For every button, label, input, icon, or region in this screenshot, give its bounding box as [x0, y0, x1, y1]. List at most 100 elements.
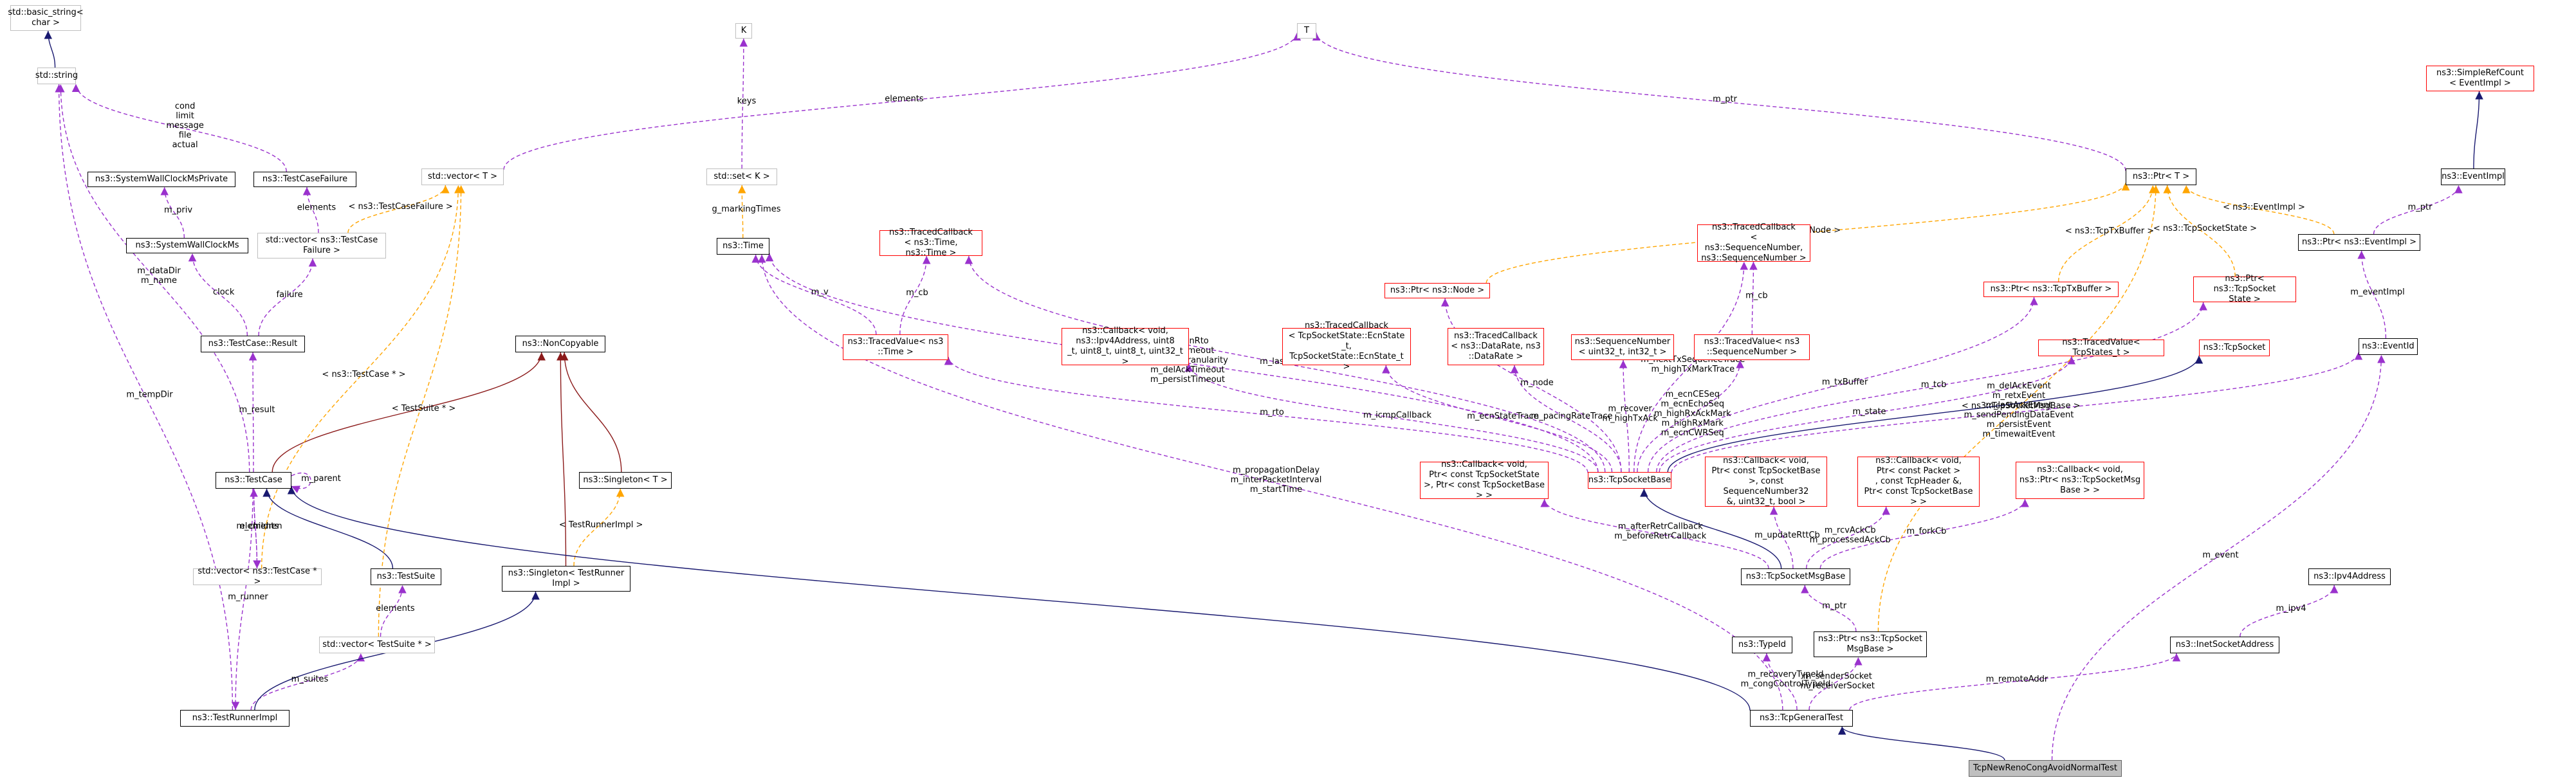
class-node-vecsuite[interactable]: std::vector< TestSuite * > [319, 637, 435, 653]
class-node-setK[interactable]: std::set< K > [706, 168, 777, 185]
edge-usage [1619, 359, 1630, 473]
edge-usage [944, 356, 1588, 473]
edge-template [2058, 185, 2157, 282]
class-node-ptr-eventimpl[interactable]: ns3::Ptr< ns3::EventImpl > [2298, 234, 2420, 251]
edge-usage [1762, 653, 1798, 711]
class-node-tcresult[interactable]: ns3::TestCase::Result [201, 336, 305, 352]
class-node-seqnum[interactable]: ns3::SequenceNumber < uint32_t, int32_t … [1571, 334, 1674, 360]
class-node-vectcf[interactable]: std::vector< ns3::TestCase Failure > [257, 233, 386, 258]
edge-usage [1801, 585, 1857, 632]
edge-label: failure [277, 290, 303, 300]
edge-usage [1659, 356, 2075, 473]
class-node-tcpsocket[interactable]: ns3::TcpSocket [2199, 340, 2270, 356]
edge-usage [380, 585, 407, 637]
class-node-vectestcase[interactable]: std::vector< ns3::TestCase * > [193, 567, 322, 586]
edge-usage [1808, 657, 1863, 711]
edge-usage [1637, 359, 1744, 473]
edge-label: m_node [1520, 378, 1554, 388]
edge-label: m_children [236, 522, 282, 531]
class-node-cb-state[interactable]: ns3::Callback< void, Ptr< const TcpSocke… [1420, 460, 1549, 500]
edge-template [2163, 185, 2236, 277]
class-node-singletonT[interactable]: ns3::Singleton< T > [579, 472, 672, 489]
class-node-ptr-sockstate[interactable]: ns3::Ptr< ns3::TcpSocket State > [2193, 274, 2296, 304]
edge-label: m_forkCb [1906, 527, 1946, 536]
edge-usage [1647, 296, 2038, 473]
class-node-time[interactable]: ns3::Time [717, 238, 769, 255]
class-node-swcm[interactable]: ns3::SystemWallClockMs [126, 238, 248, 253]
class-node-runnerimpl[interactable]: ns3::TestRunnerImpl [180, 710, 290, 727]
edge-label: m_cb [906, 288, 928, 298]
class-node-typeid[interactable]: ns3::TypeId [1732, 637, 1792, 653]
class-node-K[interactable]: K [735, 23, 752, 39]
edge-inherit [1667, 356, 2203, 473]
class-node-ipv4addr[interactable]: ns3::Ipv4Address [2308, 568, 2391, 585]
edge-label: keys [737, 96, 757, 106]
edge-label: < ns3::TcpTxBuffer > [2065, 226, 2154, 236]
class-node-ptrT[interactable]: ns3::Ptr< T > [2126, 168, 2196, 185]
edge-usage [55, 84, 234, 711]
edge-label: clock [213, 287, 235, 297]
edge-usage [160, 186, 185, 239]
edge-label: elements [240, 522, 279, 531]
class-node-tcb-time[interactable]: ns3::TracedCallback < ns3::Time, ns3::Ti… [879, 228, 982, 258]
edge-label: m_priv [164, 206, 192, 215]
class-node-cb-msgbase[interactable]: ns3::Callback< void, ns3::Ptr< ns3::TcpS… [2016, 462, 2144, 499]
edge-usage [1633, 261, 1749, 473]
class-node-swcmp[interactable]: ns3::SystemWallClockMsPrivate [87, 172, 235, 187]
edge-usage [71, 84, 287, 172]
class-node-tv-time[interactable]: ns3::TracedValue< ns3 ::Time > [843, 334, 948, 360]
edge-template [2182, 185, 2335, 235]
edge-label: m_parent [301, 474, 341, 484]
edge-usage [2051, 354, 2386, 761]
edge-label: m_remoteAddr [1986, 675, 2048, 684]
class-node-cb-seqnum[interactable]: ns3::Callback< void, Ptr< const TcpSocke… [1705, 456, 1827, 507]
class-node-vecT[interactable]: std::vector< T > [421, 168, 504, 185]
class-node-ptr-node[interactable]: ns3::Ptr< ns3::Node > [1385, 283, 1490, 298]
class-node-generaltest[interactable]: ns3::TcpGeneralTest [1750, 710, 1853, 727]
class-node-inetsock[interactable]: ns3::InetSocketAddress [2170, 637, 2279, 653]
class-node-tcb-seq[interactable]: ns3::TracedCallback < ns3::SequenceNumbe… [1697, 222, 1810, 263]
class-node-testcase[interactable]: ns3::TestCase [216, 472, 291, 489]
edge-usage [258, 258, 317, 336]
class-node-focus[interactable]: TcpNewRenoCongAvoidNormalTest [1969, 760, 2122, 777]
edge-label: m_runner [228, 592, 268, 602]
edge-template [347, 185, 450, 233]
class-node-eventid[interactable]: ns3::EventId [2359, 338, 2418, 355]
edge-label: < ns3::TestCase * > [322, 370, 405, 379]
class-node-string[interactable]: std::string [35, 68, 78, 84]
edge-label: m_pacingRateTrace [1531, 412, 1613, 421]
class-node-msgbase[interactable]: ns3::TcpSocketMsgBase [1741, 568, 1850, 585]
edge-label: m_ptr [1713, 95, 1738, 104]
edge-label: m_event [2202, 550, 2238, 560]
class-node-cb-packet[interactable]: ns3::Callback< void, Ptr< const Packet >… [1857, 456, 1980, 507]
edge-label: m_cb [1745, 291, 1768, 301]
class-node-ptr-msgbase[interactable]: ns3::Ptr< ns3::TcpSocket MsgBase > [1814, 631, 1927, 657]
class-node-noncopyable[interactable]: ns3::NonCopyable [515, 336, 605, 352]
class-node-tcpsocketbase[interactable]: ns3::TcpSocketBase [1588, 472, 1671, 489]
class-node-tcf[interactable]: ns3::TestCaseFailure [253, 172, 356, 187]
class-node-tcb-datarate[interactable]: ns3::TracedCallback < ns3::DataRate, ns3… [1448, 328, 1544, 365]
class-node-testsuite[interactable]: ns3::TestSuite [371, 568, 441, 585]
edge-label: m_eventImpl [2350, 287, 2405, 297]
class-node-tv-states[interactable]: ns3::TracedValue< TcpStates_t > [2038, 338, 2164, 358]
class-node-basic-string[interactable]: std::basic_string< char > [8, 5, 84, 31]
class-node-tv-seq[interactable]: ns3::TracedValue< ns3 ::SequenceNumber > [1694, 334, 1810, 360]
edge-label: m_v [811, 287, 829, 297]
class-node-singleton-runner[interactable]: ns3::Singleton< TestRunner Impl > [502, 566, 630, 592]
edge-usage [1749, 261, 1758, 335]
class-node-cb-icmp[interactable]: ns3::Callback< void, ns3::Ipv4Address, u… [1062, 326, 1189, 367]
class-node-ptr-txbuf[interactable]: ns3::Ptr< ns3::TcpTxBuffer > [1983, 282, 2119, 297]
class-node-tcb-ecn[interactable]: ns3::TracedCallback < TcpSocketState::Ec… [1282, 321, 1411, 372]
edge-label: m_result [239, 405, 275, 415]
edge-label: < ns3::TcpSocketState > [2153, 224, 2257, 233]
class-node-simplerefcount[interactable]: ns3::SimpleRefCount < EventImpl > [2426, 66, 2534, 91]
edge-usage [250, 653, 365, 711]
class-node-eventimpl[interactable]: ns3::EventImpl [2441, 168, 2505, 185]
class-node-T[interactable]: T [1297, 23, 1316, 39]
edge-usage [2357, 250, 2387, 339]
